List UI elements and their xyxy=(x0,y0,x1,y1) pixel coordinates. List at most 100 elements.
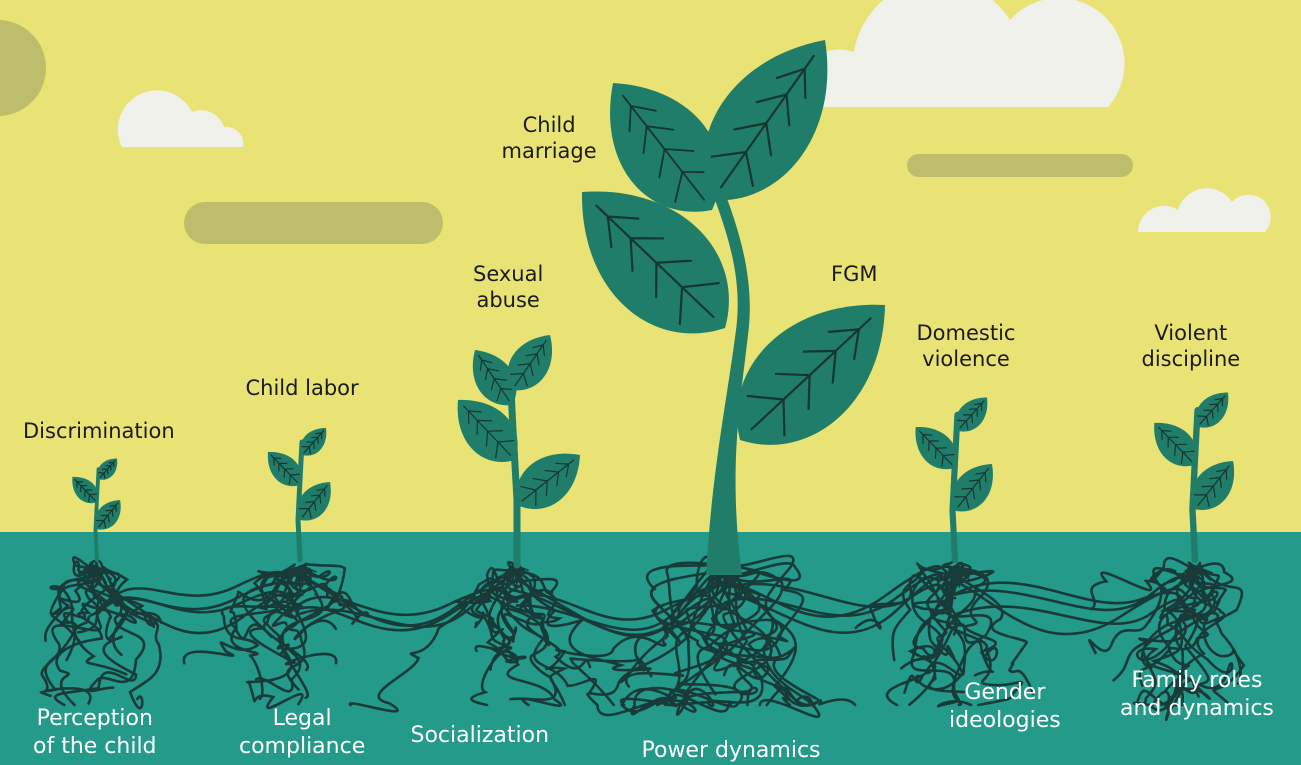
root-strand xyxy=(257,563,346,641)
root-connector xyxy=(953,598,1197,625)
label-perception-of-the-child-line: of the child xyxy=(33,734,157,759)
root-strand xyxy=(91,565,130,657)
root-strand xyxy=(1138,567,1216,687)
roots-layer xyxy=(39,554,1246,721)
label-family-roles-and-dynamics-line: Family roles xyxy=(1131,668,1263,693)
root-strand xyxy=(55,570,106,707)
root-strand xyxy=(663,560,784,713)
root-strand xyxy=(954,568,1035,695)
leaf-domestic-violence-2-veins xyxy=(918,430,955,467)
root-strand xyxy=(618,568,725,684)
label-socialization: Socialization xyxy=(411,722,550,750)
root-hair xyxy=(506,565,518,585)
cloud-right xyxy=(1137,188,1271,232)
label-fgm-line: FGM xyxy=(831,262,878,286)
label-legal-compliance: Legal compliance xyxy=(239,705,365,761)
label-family-roles-and-dynamics-line: and dynamics xyxy=(1120,696,1274,721)
leaf-child-marriage-top-veins xyxy=(710,54,815,189)
label-child-marriage-line: marriage xyxy=(501,139,597,163)
cloud-left xyxy=(117,90,244,147)
sun-shape xyxy=(0,20,46,116)
label-child-labor: Child labor xyxy=(246,375,359,401)
stem-discrimination xyxy=(93,467,101,562)
leaf-child-marriage-upper-veins xyxy=(622,94,715,203)
plant-discrimination xyxy=(72,458,121,562)
label-legal-compliance-line: compliance xyxy=(239,734,366,759)
leaf-domestic-violence-1-veins xyxy=(954,468,989,509)
root-connector xyxy=(298,588,519,632)
root-hair xyxy=(954,565,971,582)
root-strand xyxy=(348,567,513,713)
label-legal-compliance-line: Legal xyxy=(272,706,332,731)
root-strand xyxy=(1150,570,1220,704)
root-connector xyxy=(723,582,957,609)
root-connector xyxy=(298,576,519,627)
label-power-dynamics: Power dynamics xyxy=(642,737,821,765)
plant-child-marriage-fgm xyxy=(581,40,885,575)
leaf-violent-discipline-2-veins xyxy=(1157,426,1195,464)
root-connector xyxy=(953,581,1197,612)
root-strand xyxy=(54,569,138,707)
root-strand xyxy=(916,561,999,662)
root-hair xyxy=(93,565,98,581)
leaf-child-labor-1-veins xyxy=(299,485,328,519)
sky-bar-right xyxy=(907,154,1133,177)
root-strand xyxy=(489,563,521,671)
root-hair xyxy=(1194,565,1212,581)
plant-domestic-violence xyxy=(915,397,993,564)
root-strand xyxy=(487,560,525,643)
leaf-child-marriage-upper xyxy=(610,83,721,212)
plants-layer xyxy=(72,40,1235,575)
label-domestic-violence-line: Domestic xyxy=(916,321,1016,345)
label-sexual-abuse-line: abuse xyxy=(476,288,540,312)
stem-child-marriage-fgm xyxy=(706,170,750,575)
root-strand xyxy=(655,565,754,716)
root-connector xyxy=(298,585,519,628)
root-hair xyxy=(82,565,98,576)
root-strand xyxy=(586,562,720,717)
label-violent-discipline-line: Violent xyxy=(1154,321,1228,345)
root-connector xyxy=(515,574,727,638)
root-hair xyxy=(299,565,317,573)
root-hair xyxy=(299,565,314,578)
plant-child-labor xyxy=(267,427,331,563)
root-hair xyxy=(299,565,312,583)
root-strand xyxy=(727,563,857,707)
root-connector xyxy=(723,575,957,634)
leaf-violent-discipline-3-veins xyxy=(1197,395,1226,426)
plant-sexual-abuse xyxy=(457,335,580,569)
root-strand xyxy=(100,570,162,710)
root-hair xyxy=(96,565,108,584)
stem-domestic-violence xyxy=(949,411,961,564)
root-strand xyxy=(854,565,965,630)
root-hair xyxy=(954,565,959,580)
stem-child-labor xyxy=(295,439,305,563)
label-power-dynamics-line: Power dynamics xyxy=(641,738,821,763)
leaf-sexual-abuse-3-veins xyxy=(478,354,515,402)
leaf-child-marriage-lower-veins xyxy=(595,204,720,326)
leaf-sexual-abuse-2-veins xyxy=(463,405,515,459)
label-socialization-line: Socialization xyxy=(410,723,550,748)
sky-layer xyxy=(0,0,1271,244)
root-strand xyxy=(1193,561,1246,704)
root-strand xyxy=(1088,568,1197,655)
root-strand xyxy=(942,562,994,677)
leaf-sexual-abuse-4-veins xyxy=(509,339,547,387)
cloud-top-right xyxy=(794,0,1125,107)
root-strand xyxy=(545,568,728,707)
root-hair xyxy=(1194,565,1200,578)
label-gender-ideologies-line: ideologies xyxy=(949,708,1061,733)
root-connector xyxy=(953,576,1197,612)
root-hair xyxy=(299,565,304,588)
leaf-discrimination-2-veins xyxy=(74,478,97,503)
root-hair xyxy=(96,565,101,582)
leaf-domestic-violence-3-veins xyxy=(957,400,985,430)
root-hair xyxy=(96,565,113,580)
root-connector xyxy=(723,565,957,618)
label-discrimination-line: Discrimination xyxy=(23,419,175,443)
